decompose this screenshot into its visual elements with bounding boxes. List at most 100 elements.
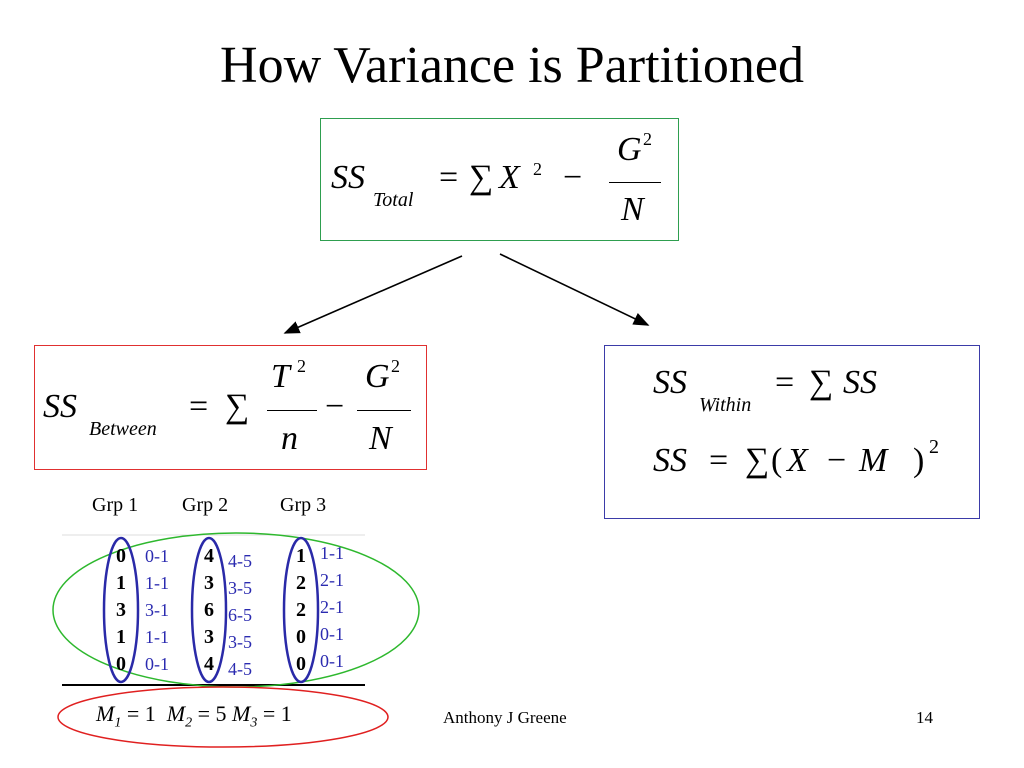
score: 3 [116,599,126,621]
ss-between-numerator-g: G [365,358,390,395]
ss-between-denominator-n-cap: N [369,420,392,457]
score: 1 [296,545,306,567]
deviation: 0-1 [320,651,344,671]
ss-within-rhs: SS [843,364,877,401]
ss-def-exponent: 2 [929,436,939,458]
deviation: 6-5 [228,605,252,625]
ss-total-minus: − [563,159,583,196]
deviation: 3-5 [228,632,252,652]
ss-def-sum: ∑ [745,442,770,479]
deviation: 0-1 [320,624,344,644]
mean-2-subscript: 2 [185,715,193,731]
mean-1-value: 1 [144,701,156,726]
group-2-oval [190,536,228,684]
ss-total-symbol: SS [331,159,365,196]
ss-total-fraction-bar [609,182,661,183]
means-oval [57,686,389,748]
score: 0 [296,653,306,675]
ss-def-equals: = [709,442,729,479]
ss-total-sum: ∑ [469,159,494,196]
deviation: 1-1 [145,627,169,647]
ss-total-equals: = [439,159,459,196]
score: 0 [116,545,126,567]
score: 3 [204,572,214,594]
ss-total-x-exponent: 2 [533,159,542,179]
ss-between-box: SS Between = ∑ T 2 n − G 2 N [34,345,427,470]
group-3-scores: 1 2 2 0 0 [293,543,309,678]
arrow-to-between [283,255,463,334]
deviation: 0-1 [145,654,169,674]
ss-within-box: SS Within = ∑ SS SS = ∑ ( X − M ) 2 [604,345,980,519]
ss-within-sum: ∑ [809,364,834,401]
deviation: 3-1 [145,600,169,620]
ss-total-x: X [499,159,520,196]
deviation: 3-5 [228,578,252,598]
ss-between-subscript: Between [89,418,157,440]
ss-between-fraction-bar-2 [357,410,411,411]
arrow-to-within [499,253,650,326]
mean-3-symbol: M [232,701,251,726]
group-2-scores: 4 3 6 3 4 [201,543,217,678]
group-header-2: Grp 2 [182,494,229,516]
ss-def-lhs: SS [653,442,687,479]
ss-total-denominator: N [621,191,644,228]
group-header-3: Grp 3 [280,494,327,516]
mean-1-subscript: 1 [114,715,122,731]
deviation: 4-5 [228,551,252,571]
group-3-oval [282,536,320,684]
group-3-deviations: 1-1 2-1 2-1 0-1 0-1 [320,540,344,675]
ss-def-close-paren: ) [913,442,925,479]
mean-1-symbol: M [96,701,115,726]
mean-3-equals: = [262,701,276,726]
ss-between-denominator-n: n [281,420,298,457]
ss-total-subscript: Total [373,189,414,211]
deviation: 2-1 [320,597,344,617]
group-1-deviations: 0-1 1-1 3-1 1-1 0-1 [145,543,169,678]
mean-1-equals: = [126,701,140,726]
group-1-oval [102,536,140,684]
score: 2 [296,572,306,594]
deviation: 1-1 [145,573,169,593]
group-2-deviations: 4-5 3-5 6-5 3-5 4-5 [228,548,252,683]
deviation: 4-5 [228,659,252,679]
ss-def-m: M [859,442,888,479]
score: 1 [116,626,126,648]
ss-total-box: SS Total = ∑ X 2 − G 2 N [320,118,679,241]
mean-2-value: 5 [215,701,227,726]
footer-author: Anthony J Greene [443,708,567,727]
ss-between-sum: ∑ [225,388,250,425]
score: 0 [116,653,126,675]
ss-between-minus: − [325,388,345,425]
ss-within-equals: = [775,364,795,401]
score: 4 [204,653,214,675]
footer-page-number: 14 [916,708,933,727]
ss-between-numerator-t: T [271,358,290,395]
score: 4 [204,545,214,567]
deviation: 0-1 [145,546,169,566]
score: 6 [204,599,214,621]
mean-3-value: 1 [280,701,292,726]
mean-3-subscript: 3 [250,715,258,731]
ss-between-g-exponent: 2 [391,356,400,376]
ss-def-x: X [787,442,808,479]
deviation: 2-1 [320,570,344,590]
ss-within-symbol: SS [653,364,687,401]
ss-total-numerator-exponent: 2 [643,129,652,149]
score: 1 [116,572,126,594]
group-1-scores: 0 1 3 1 0 [113,543,129,678]
score: 2 [296,599,306,621]
ss-between-symbol: SS [43,388,77,425]
ss-within-subscript: Within [699,394,752,416]
slide-title: How Variance is Partitioned [220,37,804,94]
ss-total-numerator: G [617,131,642,168]
ss-between-fraction-bar-1 [267,410,317,411]
ss-def-minus: − [827,442,847,479]
score: 0 [296,626,306,648]
group-header-1: Grp 1 [92,494,139,516]
deviation: 1-1 [320,543,344,563]
mean-2-equals: = [197,701,210,726]
mean-2-symbol: M [166,701,186,726]
ss-between-t-exponent: 2 [297,356,306,376]
